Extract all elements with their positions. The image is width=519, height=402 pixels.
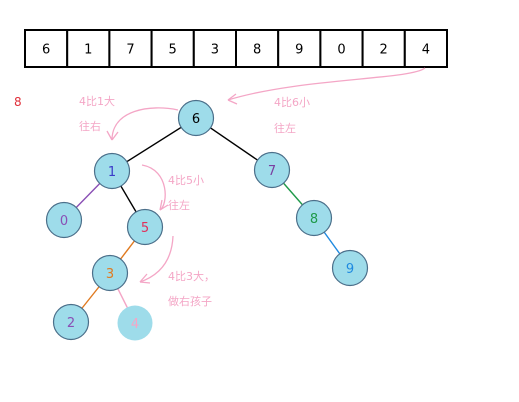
array-cell-value: 8 (253, 43, 261, 58)
tree-node (93, 152, 131, 190)
side-number: 8 (14, 95, 22, 109)
note-1-line-2: 往右 (79, 119, 101, 133)
array-cell (192, 29, 238, 68)
arrow-5-curve (141, 164, 166, 211)
note-3-line-2: 往左 (168, 198, 190, 212)
array-cell (66, 29, 111, 68)
array-cell-value: 7 (126, 43, 134, 58)
array-cell-value: 6 (42, 43, 50, 58)
tree-node (52, 303, 90, 341)
tree-node-label: 1 (108, 165, 116, 180)
note-4-line-1: 4比3大， (168, 269, 215, 283)
tree-node-label: 8 (310, 212, 318, 227)
note-1-line-1: 4比1大 (79, 94, 115, 108)
arrowhead-3-curve (139, 273, 151, 284)
note-4-line-2: 做右孩子 (168, 294, 212, 308)
array-cell (361, 29, 406, 68)
tree-node-label: 7 (268, 164, 276, 179)
array-cell-value: 9 (295, 43, 303, 58)
arrow-root-to-right (111, 107, 179, 141)
tree-node (177, 99, 215, 137)
note-3-line-1: 4比5小 (168, 174, 204, 187)
tree-node-label: 5 (141, 221, 149, 236)
input-array: 6 1 7 5 3 8 9 0 2 4 (24, 29, 448, 68)
tree-node-label: 3 (106, 267, 114, 282)
arrowhead-root-to-right (106, 130, 119, 141)
array-cell (24, 29, 69, 68)
array-cell (319, 29, 364, 68)
inserted-node (117, 305, 153, 341)
note-2-line-1: 4比6小 (274, 96, 310, 109)
arrowhead-5-curve (159, 199, 169, 211)
tree-node-label: 9 (346, 262, 354, 277)
arrow-3-curve (139, 235, 174, 283)
array-cell-value: 0 (337, 43, 345, 58)
tree-node (331, 249, 369, 287)
arrowhead-array-to-root (227, 93, 238, 105)
array-cell (403, 29, 448, 68)
array-cell (108, 29, 153, 68)
tree-node (295, 199, 333, 237)
arrow-array-to-root (227, 67, 426, 101)
annotation-note-3: 4比5小 往左 (168, 174, 204, 212)
annotation-note-1: 4比1大 往右 (79, 94, 115, 133)
tree-node-label: 2 (67, 316, 75, 331)
tree-node (91, 254, 129, 292)
note-2-line-2: 往左 (274, 121, 296, 135)
tree-node-label: 0 (60, 214, 68, 229)
array-cell (277, 29, 322, 68)
tree-node (45, 201, 83, 239)
array-cell-value: 1 (84, 43, 92, 58)
annotation-arrows (106, 67, 426, 284)
annotation-note-2: 4比6小 往左 (274, 96, 310, 135)
array-cell-value: 2 (380, 43, 388, 58)
tree-nodes: 6 1 7 0 5 8 3 9 2 4 (45, 99, 369, 341)
array-cell-value: 5 (169, 43, 177, 58)
tree-node-label: 4 (131, 317, 139, 332)
annotation-note-4: 4比3大， 做右孩子 (168, 269, 215, 308)
array-cell-value: 3 (211, 43, 219, 58)
tree-node (253, 151, 291, 189)
tree-node (126, 208, 164, 246)
tree-node-label: 6 (192, 112, 200, 127)
array-cell-value: 4 (422, 43, 430, 58)
